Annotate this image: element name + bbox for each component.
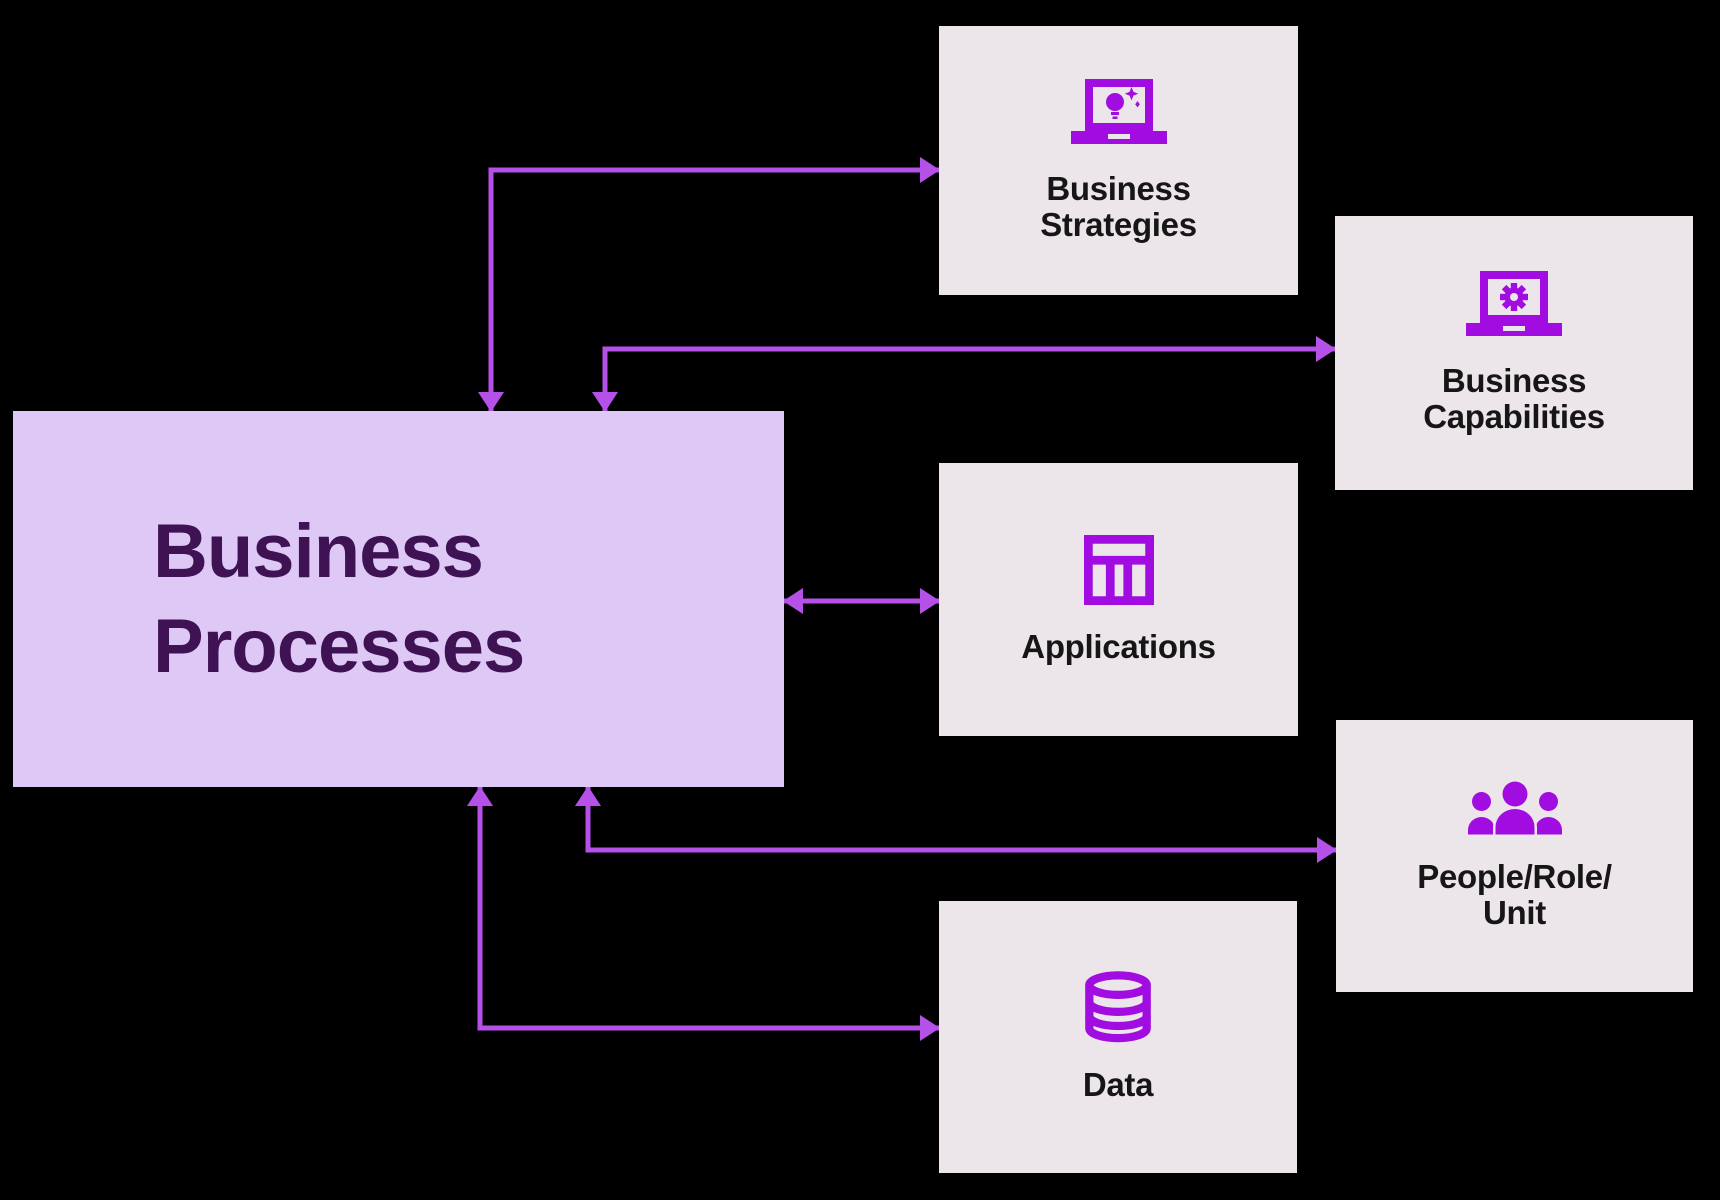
node-label: Business Processes — [153, 504, 784, 694]
people-group-icon — [1467, 779, 1562, 837]
label-line: Business — [1046, 169, 1191, 207]
label-line: Capabilities — [1423, 398, 1605, 435]
node-label: Applications — [1021, 627, 1216, 665]
node-business-processes: Business Processes — [13, 411, 784, 787]
label-line: People/Role/ — [1417, 858, 1612, 895]
connector-bp-business-capabilities — [592, 336, 1336, 412]
label-line: Unit — [1483, 894, 1546, 931]
label-line: Strategies — [1040, 205, 1197, 243]
connector-bp-business-strategies — [478, 157, 940, 412]
node-label: Business Strategies — [1040, 169, 1197, 243]
node-data: Data — [939, 901, 1297, 1173]
connector-bp-data — [467, 786, 940, 1041]
label-line: Business — [153, 509, 484, 594]
node-label: People/Role/ Unit — [1417, 858, 1612, 931]
node-label: Data — [1082, 1066, 1154, 1103]
node-business-strategies: Business Strategies — [939, 26, 1298, 295]
node-applications: Applications — [939, 463, 1298, 736]
node-business-capabilities: Business Capabilities — [1335, 216, 1693, 490]
table-columns-icon — [1083, 534, 1154, 605]
connector-bp-people-role-unit — [575, 786, 1337, 863]
laptop-gear-icon — [1466, 271, 1562, 339]
database-icon — [1083, 971, 1153, 1043]
label-line: Applications — [1021, 627, 1216, 665]
laptop-idea-icon — [1070, 78, 1167, 147]
label-line: Business — [1441, 362, 1587, 399]
label-line: Processes — [153, 604, 525, 689]
label-line: Data — [1082, 1066, 1154, 1103]
node-label: Business Capabilities — [1423, 363, 1605, 435]
node-people-role-unit: People/Role/ Unit — [1336, 720, 1693, 992]
